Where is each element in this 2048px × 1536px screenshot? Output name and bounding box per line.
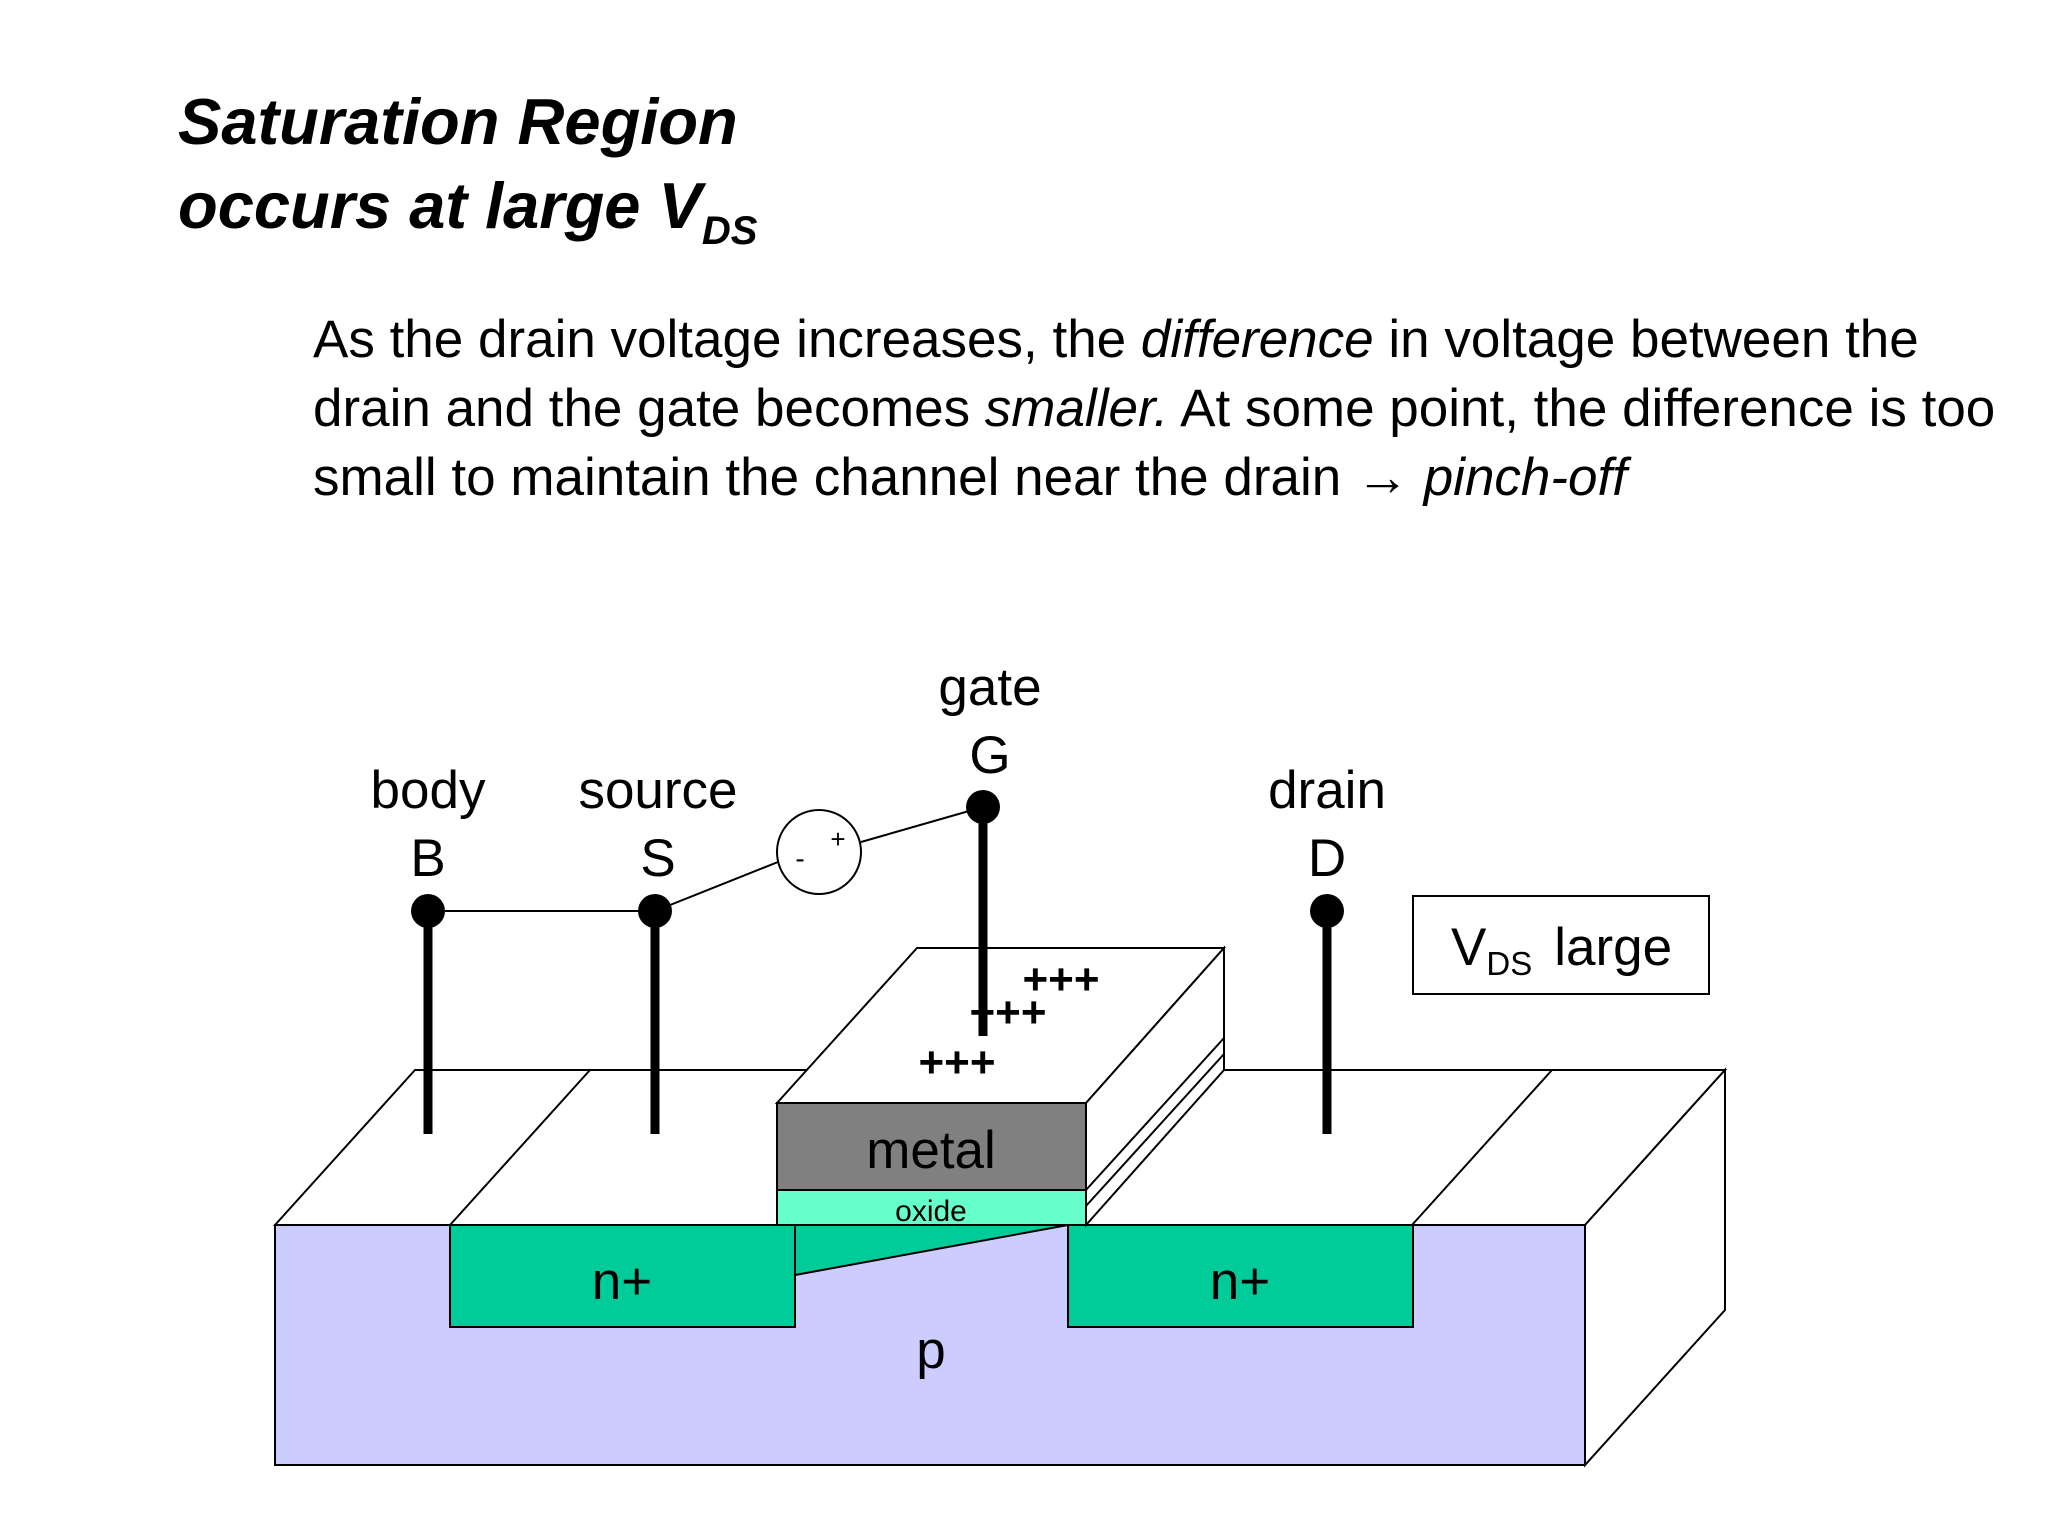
- vds-label-large: large: [1554, 918, 1672, 977]
- voltage-source-to-gate-wire: [860, 806, 984, 843]
- paragraph-text-2: in voltage between the drain and the gat…: [313, 310, 1919, 438]
- gate-charge-row-2: +++: [969, 988, 1046, 1037]
- oxide-layer: [776, 1189, 1087, 1226]
- title-line-2-text: occurs at large V: [178, 169, 702, 242]
- source-n-plus-label: n+: [592, 1252, 652, 1311]
- source-label: source: [578, 761, 737, 820]
- gate-voltage-source: [776, 809, 862, 895]
- source-letter: S: [640, 829, 675, 888]
- gate-charge-row-1: +++: [1022, 955, 1099, 1004]
- drain-n-plus-region: [1067, 1224, 1414, 1328]
- drain-label: drain: [1268, 761, 1386, 820]
- vds-label-v: V: [1451, 918, 1487, 977]
- title-line-2: occurs at large VDS: [178, 169, 757, 253]
- drain-contact-edge: [1411, 1069, 1553, 1226]
- vds-label-subscript: DS: [1486, 945, 1532, 982]
- source-terminal-dot: [638, 894, 672, 928]
- title-subscript: DS: [701, 209, 758, 253]
- paragraph-emphasis-difference: difference: [1140, 310, 1374, 369]
- paragraph-text-3: At some point, the difference is too sma…: [313, 379, 1996, 507]
- drain-n-plus-label: n+: [1210, 1252, 1270, 1311]
- slide-title: Saturation Region occurs at large VDS: [178, 80, 757, 273]
- voltage-source-plus: +: [830, 824, 845, 854]
- drain-letter: D: [1308, 829, 1346, 888]
- right-arrow-icon: →: [1355, 448, 1409, 507]
- body-letter: B: [410, 829, 445, 888]
- vds-label: VDS large: [1451, 918, 1672, 982]
- gate-side-oxide-edge: [1085, 1053, 1225, 1207]
- substrate-p-label: p: [916, 1321, 945, 1380]
- explanation-paragraph: As the drain voltage increases, the diff…: [313, 305, 2048, 512]
- body-label: body: [371, 761, 486, 820]
- source-to-voltage-source-wire: [654, 861, 779, 912]
- gate-label: gate: [938, 658, 1041, 717]
- paragraph-text-1: As the drain voltage increases, the: [313, 310, 1141, 369]
- oxide-label: oxide: [895, 1195, 967, 1228]
- voltage-source-minus: -: [795, 843, 804, 874]
- body-contact-edge: [449, 1069, 591, 1226]
- gate-letter: G: [969, 726, 1010, 785]
- gate-terminal-dot: [966, 790, 1000, 824]
- metal-label: metal: [866, 1121, 996, 1180]
- vds-large-box: [1412, 895, 1710, 995]
- title-line-1: Saturation Region: [178, 85, 738, 158]
- gate-side-metal-edge: [1085, 1037, 1225, 1191]
- body-terminal-dot: [411, 894, 445, 928]
- gate-charge-row-3: +++: [918, 1038, 995, 1087]
- paragraph-emphasis-pinch-off: pinch-off: [1423, 448, 1627, 507]
- drain-terminal-dot: [1310, 894, 1344, 928]
- paragraph-emphasis-smaller: smaller.: [984, 379, 1169, 438]
- metal-layer: [776, 1102, 1087, 1191]
